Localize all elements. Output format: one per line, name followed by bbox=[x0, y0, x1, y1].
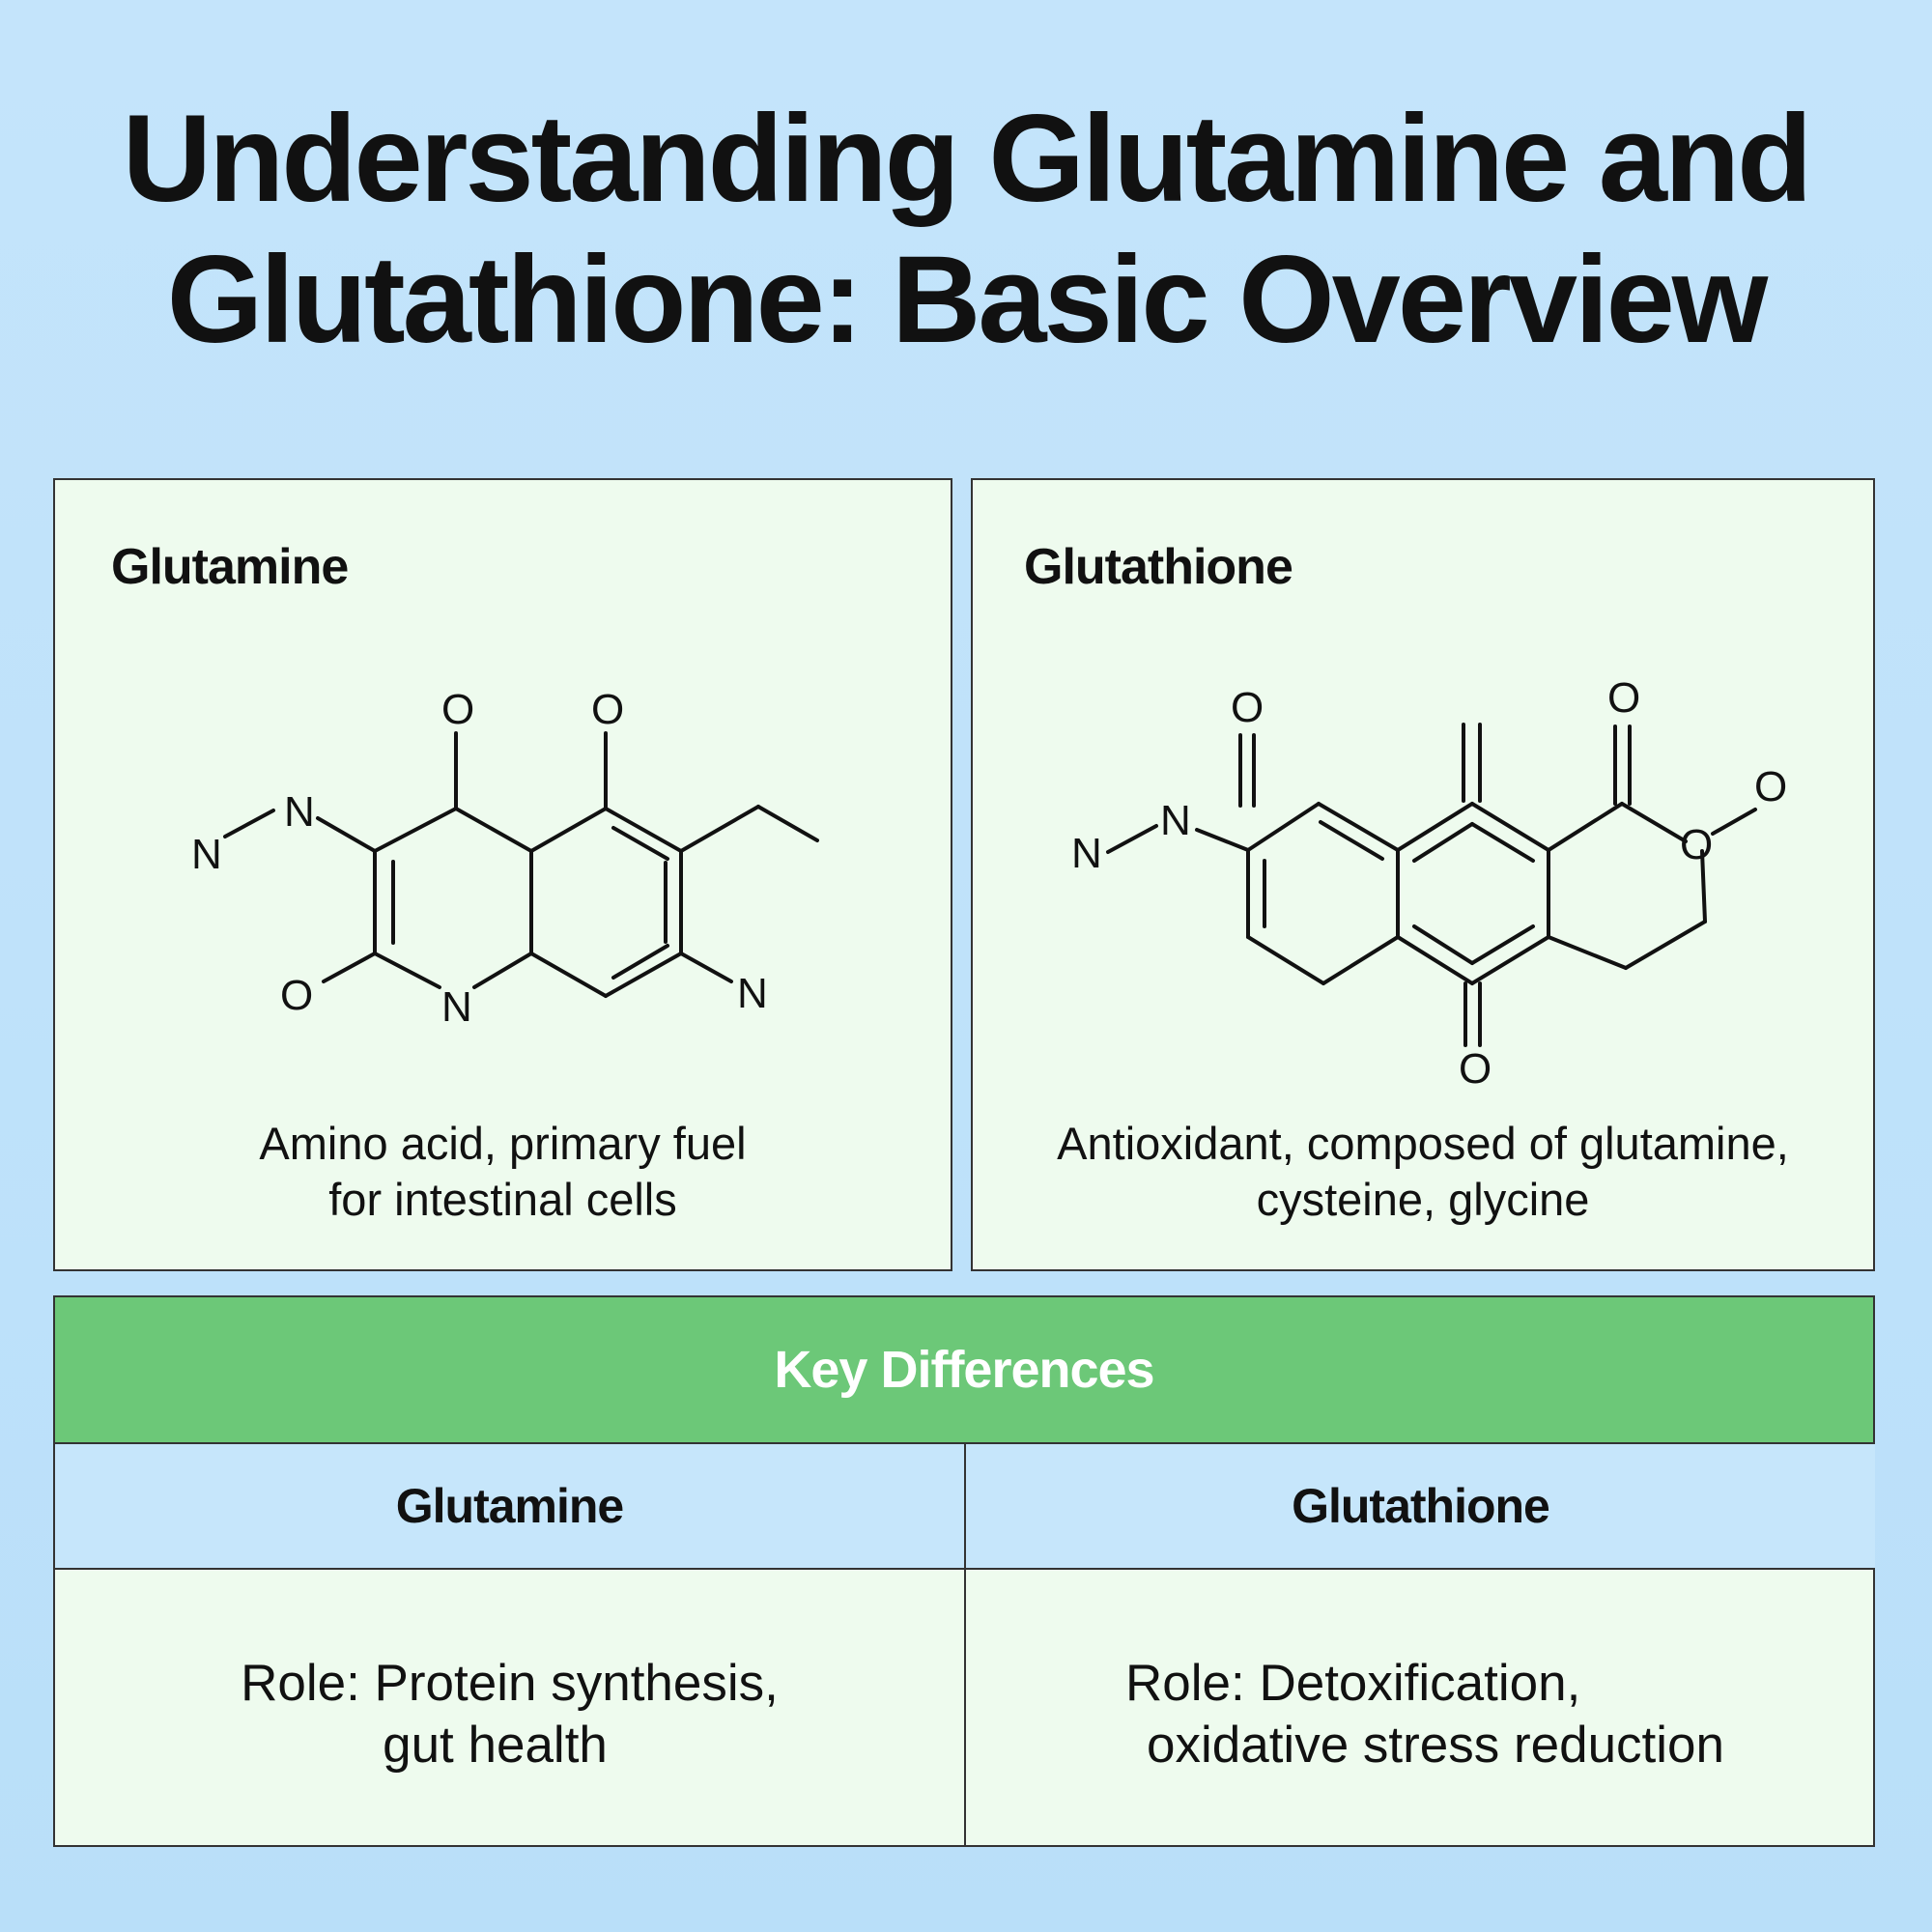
glutathione-atom-n-left: N bbox=[1071, 830, 1102, 877]
glutathione-card: Glutathione bbox=[971, 478, 1875, 1271]
key-differences-table: Key Differences Glutamine Glutathione Ro… bbox=[53, 1295, 1875, 1847]
glutamine-atom-o2: O bbox=[591, 686, 624, 733]
glutathione-desc-line-2: cysteine, glycine bbox=[1256, 1174, 1590, 1225]
column-header-glutathione: Glutathione bbox=[966, 1444, 1875, 1570]
glutamine-role-line-2: gut health bbox=[383, 1717, 608, 1774]
glutathione-role-line-2: oxidative stress reduction bbox=[1147, 1717, 1725, 1774]
glutamine-card: Glutamine bbox=[53, 478, 952, 1271]
glutamine-role-cell: Role: Protein synthesis, gut health bbox=[55, 1570, 966, 1847]
glutamine-atom-o1: O bbox=[441, 686, 474, 733]
page-title: Understanding Glutamine and Glutathione:… bbox=[0, 89, 1932, 371]
glutathione-atom-o-bottom: O bbox=[1459, 1045, 1492, 1093]
glutamine-atom-n-left: N bbox=[191, 831, 222, 878]
glutathione-atom-o3: O bbox=[1754, 763, 1787, 810]
glutathione-atom-n-top: N bbox=[1160, 797, 1191, 844]
glutathione-card-title: Glutathione bbox=[1024, 539, 1293, 595]
glutathione-role-cell: Role: Detoxification, oxidative stress r… bbox=[966, 1570, 1875, 1847]
glutamine-atom-n-right: N bbox=[737, 970, 768, 1017]
glutathione-atom-o-ring: O bbox=[1680, 821, 1713, 868]
glutathione-atom-o1: O bbox=[1231, 684, 1264, 731]
title-line-1: Understanding Glutamine and bbox=[122, 90, 1813, 228]
glutathione-desc-line-1: Antioxidant, composed of glutamine, bbox=[1057, 1118, 1789, 1169]
glutamine-atom-n-ring: N bbox=[441, 983, 472, 1031]
key-differences-heading: Key Differences bbox=[55, 1297, 1873, 1444]
glutamine-role-line-1: Role: Protein synthesis, bbox=[241, 1655, 779, 1712]
glutathione-atom-o2: O bbox=[1607, 674, 1640, 722]
glutamine-structure: N N O O O N N bbox=[191, 686, 819, 1031]
glutamine-desc-line-2: for intestinal cells bbox=[328, 1174, 677, 1225]
glutamine-card-title: Glutamine bbox=[111, 539, 349, 595]
glutathione-structure: N N O O O O O bbox=[1071, 674, 1787, 1093]
glutathione-card-description: Antioxidant, composed of glutamine, cyst… bbox=[973, 1116, 1873, 1228]
glutamine-atom-o-left: O bbox=[280, 972, 313, 1019]
column-header-glutamine: Glutamine bbox=[55, 1444, 966, 1570]
glutamine-desc-line-1: Amino acid, primary fuel bbox=[259, 1118, 747, 1169]
glutathione-role-line-1: Role: Detoxification, bbox=[1125, 1655, 1581, 1712]
glutamine-atom-n-top: N bbox=[284, 788, 315, 836]
title-line-2: Glutathione: Basic Overview bbox=[166, 231, 1769, 369]
glutamine-card-description: Amino acid, primary fuel for intestinal … bbox=[55, 1116, 951, 1228]
